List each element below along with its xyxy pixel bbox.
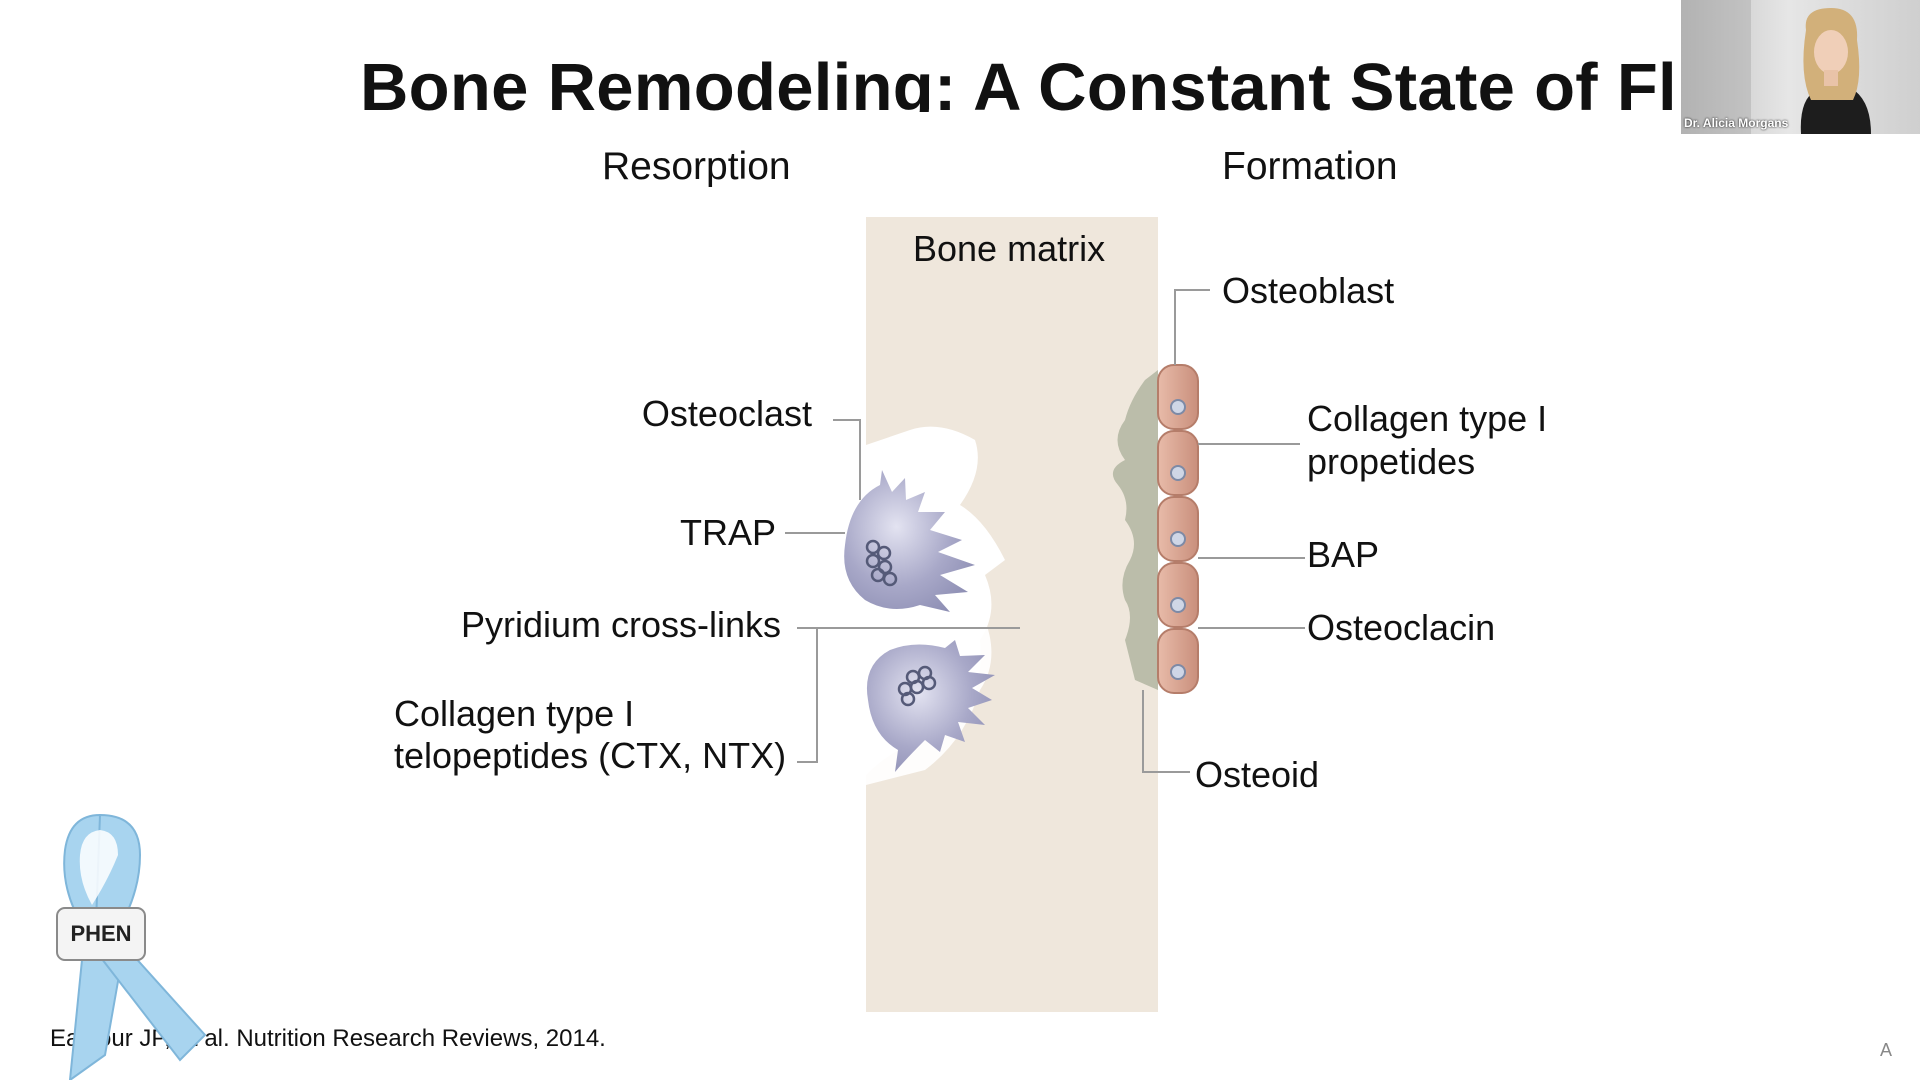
osteoclacin-label: Osteoclacin — [1307, 607, 1496, 648]
resorption-heading: Resorption — [602, 145, 791, 188]
collagen-telopeptides-label-1: Collagen type I — [394, 693, 635, 734]
phen-ribbon-logo — [56, 813, 207, 1080]
collagen-propetides-label-2: propetides — [1307, 441, 1476, 482]
left-leader-lines — [785, 419, 1020, 763]
participant-name: Dr. Alicia Morgans — [1684, 116, 1789, 130]
bone-matrix-slab — [866, 217, 1158, 1012]
osteoid-layer — [1112, 370, 1158, 690]
slide-title: Bone Remodeling: A Constant State of Flu… — [360, 52, 1700, 112]
speaker-silhouette — [1681, 0, 1871, 134]
osteoblast-cell — [1157, 496, 1199, 562]
citation: Eastour JP, et al. Nutrition Research Re… — [50, 1025, 606, 1052]
osteoclast-label: Osteoclast — [641, 393, 812, 434]
corner-mark: A — [1880, 1040, 1893, 1060]
formation-heading: Formation — [1222, 145, 1398, 188]
trap-label: TRAP — [679, 512, 776, 553]
bone-matrix-label: Bone matrix — [913, 228, 1106, 269]
osteoblast-cells — [1157, 364, 1199, 694]
right-leader-lines — [1142, 289, 1305, 773]
phen-logo-text: PHEN — [70, 921, 132, 946]
osteoblast-cell — [1157, 562, 1199, 628]
osteoclast-lower — [866, 640, 995, 772]
collagen-telopeptides-label-2: telopeptides (CTX, NTX) — [394, 735, 787, 776]
bap-label: BAP — [1307, 534, 1380, 575]
pyridium-label: Pyridium cross-links — [460, 604, 781, 645]
osteoblast-cell — [1157, 430, 1199, 496]
osteoblast-label: Osteoblast — [1222, 270, 1395, 311]
osteoid-label: Osteoid — [1195, 754, 1320, 795]
osteoclast-upper — [844, 470, 975, 612]
osteoblast-cell — [1157, 364, 1199, 430]
speaker-video-thumbnail[interactable]: Dr. Alicia Morgans — [1681, 0, 1920, 134]
osteoblast-cell — [1157, 628, 1199, 694]
collagen-propetides-label-1: Collagen type I — [1307, 398, 1548, 439]
